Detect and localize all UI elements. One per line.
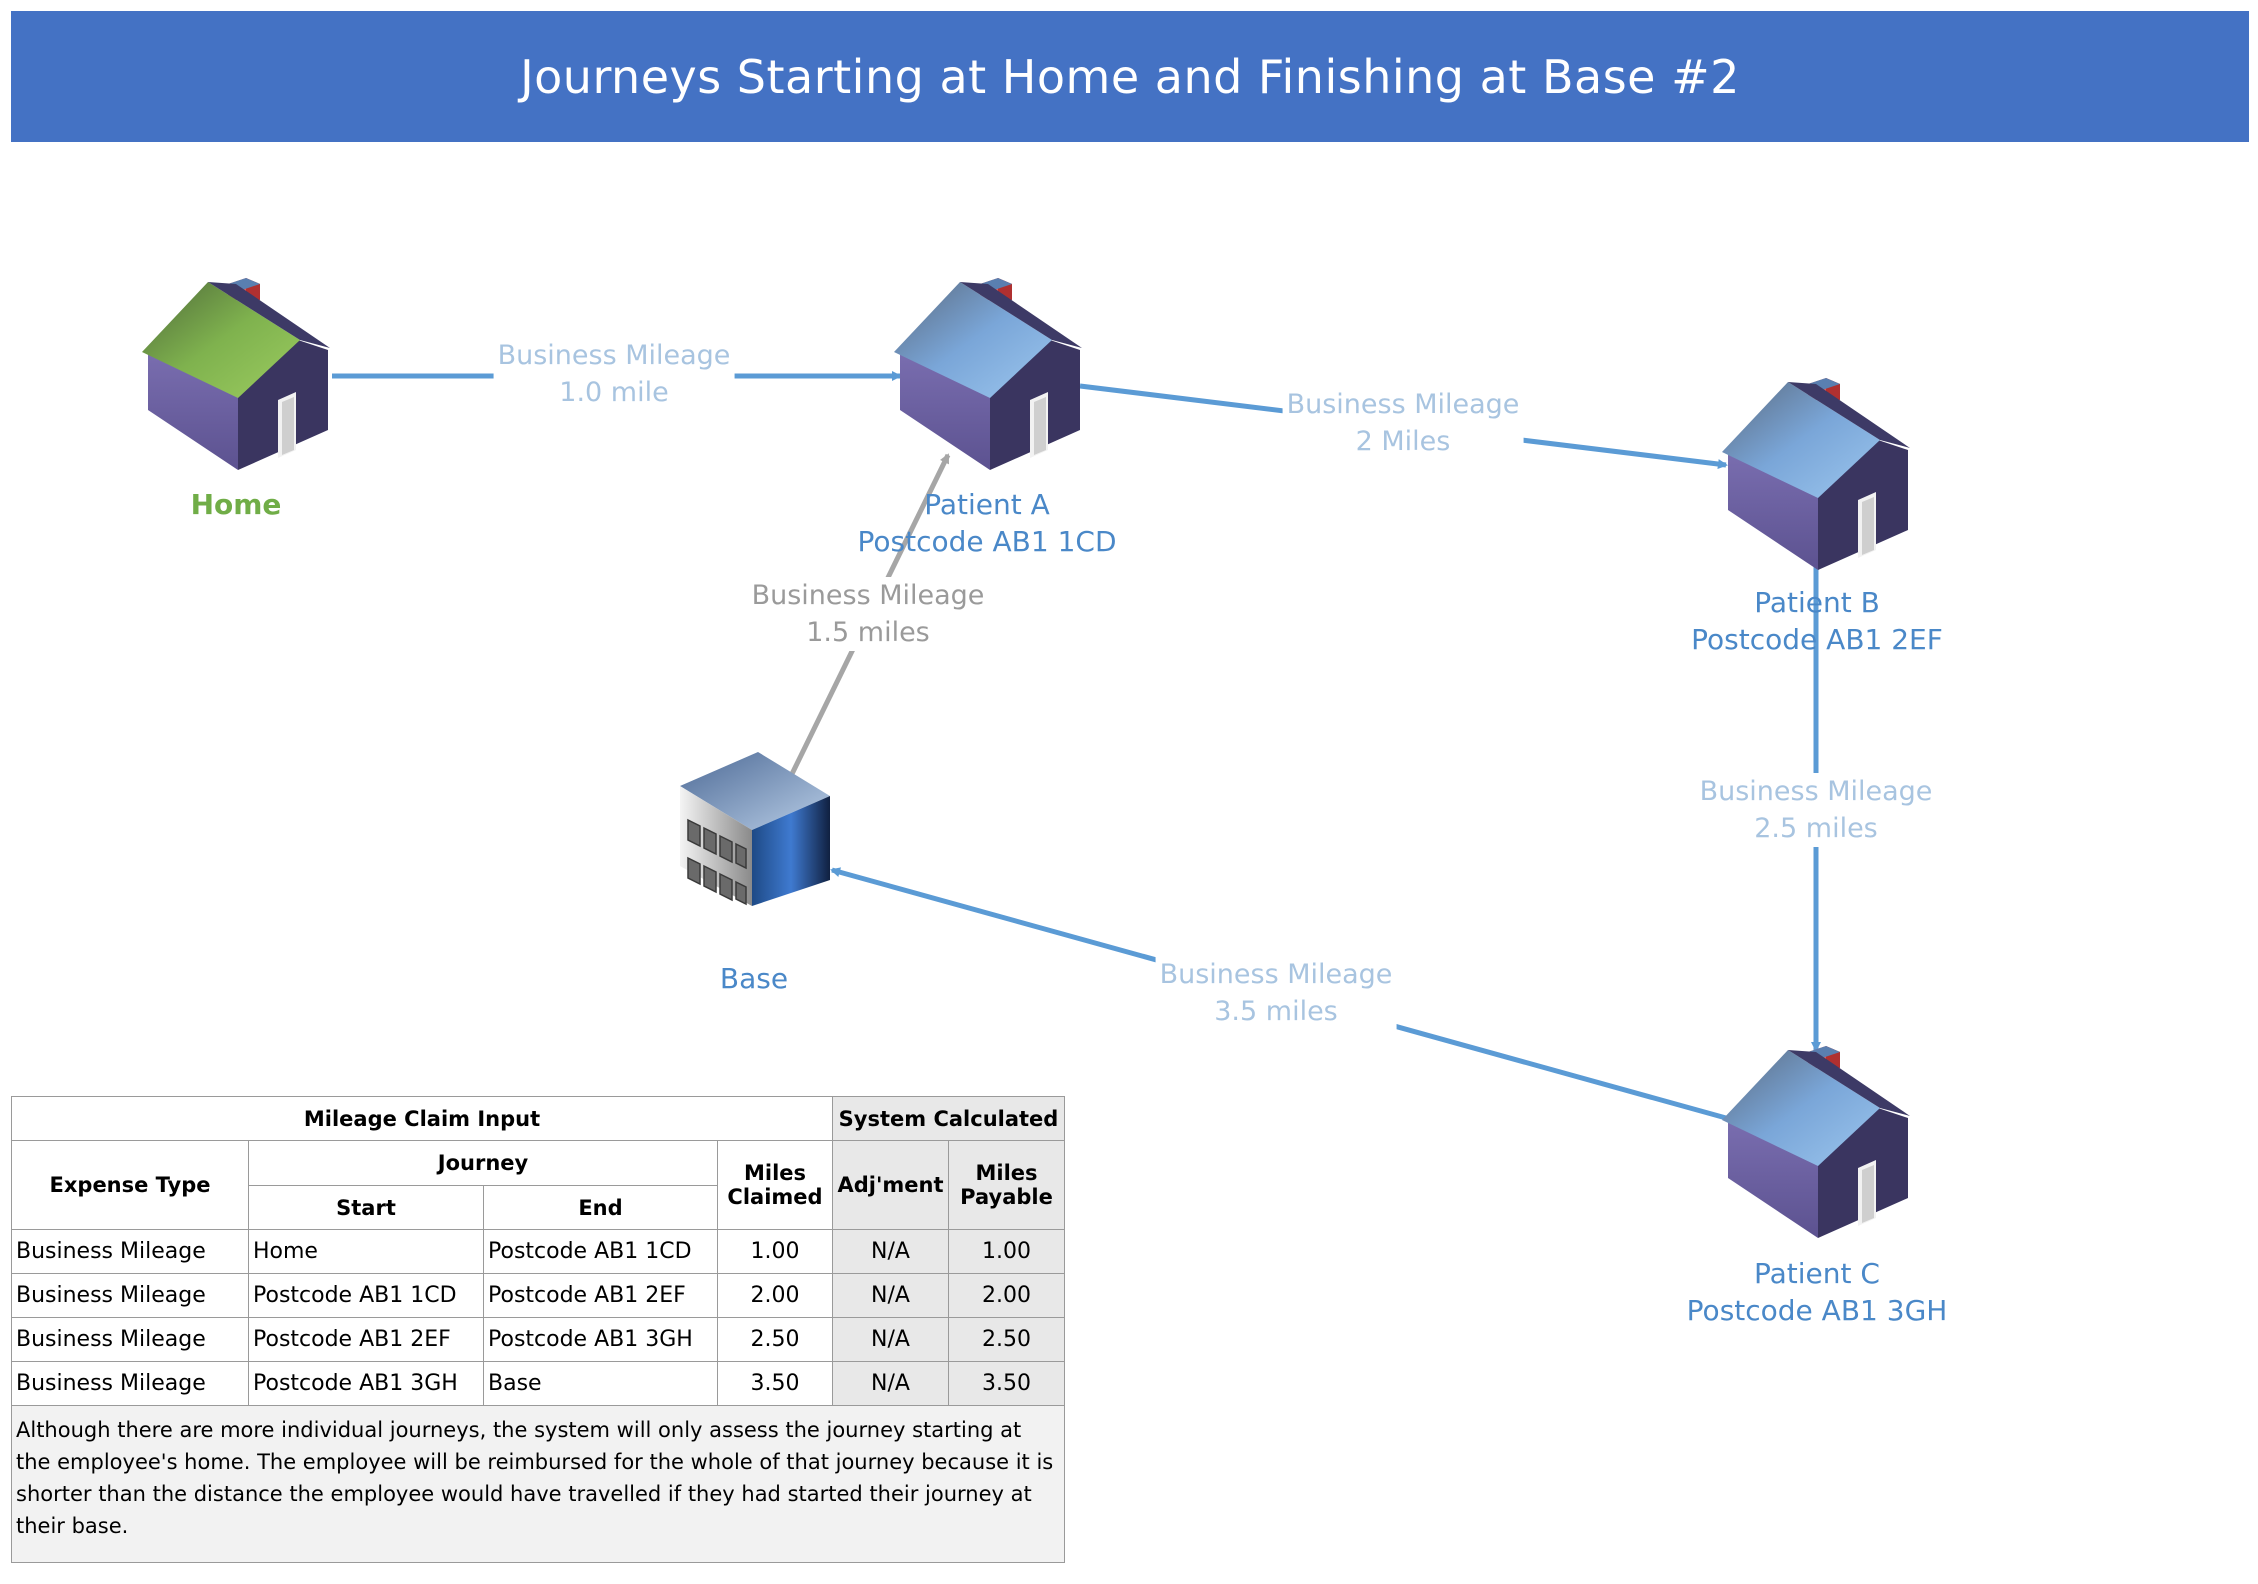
cell-miles-claimed: 1.00 — [717, 1229, 833, 1274]
cell-adjustment: N/A — [832, 1273, 949, 1318]
cell-start: Home — [248, 1229, 484, 1274]
cell-expense-type: Business Mileage — [11, 1273, 249, 1318]
cell-adjustment: N/A — [832, 1229, 949, 1274]
cell-adjustment: N/A — [832, 1361, 949, 1406]
cell-miles-payable: 2.00 — [948, 1273, 1065, 1318]
cell-miles-payable: 2.50 — [948, 1317, 1065, 1362]
col-journey: Journey — [248, 1140, 718, 1186]
cell-start: Postcode AB1 1CD — [248, 1273, 484, 1318]
cell-miles-payable: 1.00 — [948, 1229, 1065, 1274]
col-adjustment: Adj'ment — [832, 1140, 949, 1230]
col-end: End — [483, 1185, 718, 1230]
home-label: Home — [190, 488, 282, 521]
cell-end: Postcode AB1 3GH — [483, 1317, 718, 1362]
cell-start: Postcode AB1 2EF — [248, 1317, 484, 1362]
page-title: Journeys Starting at Home and Finishing … — [520, 49, 1740, 104]
cell-miles-claimed: 2.00 — [717, 1273, 833, 1318]
patient-b-house-icon — [1722, 378, 1910, 570]
cell-expense-type: Business Mileage — [11, 1317, 249, 1362]
cell-end: Base — [483, 1361, 718, 1406]
patient-a-house-icon — [894, 278, 1082, 470]
cell-miles-payable: 3.50 — [948, 1361, 1065, 1406]
cell-expense-type: Business Mileage — [11, 1361, 249, 1406]
cell-adjustment: N/A — [832, 1317, 949, 1362]
explanation-note: Although there are more individual journ… — [11, 1405, 1065, 1563]
title-banner: Journeys Starting at Home and Finishing … — [11, 11, 2249, 142]
group-header-input: Mileage Claim Input — [11, 1096, 833, 1141]
table-row: Business Mileage Postcode AB1 3GH Base 3… — [11, 1361, 1065, 1406]
cell-end: Postcode AB1 2EF — [483, 1273, 718, 1318]
table-row: Business Mileage Home Postcode AB1 1CD 1… — [11, 1229, 1065, 1274]
col-miles-payable: Miles Payable — [948, 1140, 1065, 1230]
table-row: Business Mileage Postcode AB1 2EF Postco… — [11, 1317, 1065, 1362]
group-header-calculated: System Calculated — [832, 1096, 1065, 1141]
table-row: Business Mileage Postcode AB1 1CD Postco… — [11, 1273, 1065, 1318]
col-miles-claimed: Miles Claimed — [717, 1140, 833, 1230]
cell-miles-claimed: 2.50 — [717, 1317, 833, 1362]
patient-c-house-icon — [1722, 1046, 1910, 1238]
cell-miles-claimed: 3.50 — [717, 1361, 833, 1406]
col-expense-type: Expense Type — [11, 1140, 249, 1230]
col-start: Start — [248, 1185, 484, 1230]
base-label: Base — [719, 962, 789, 995]
home-house-icon — [142, 278, 330, 470]
cell-end: Postcode AB1 1CD — [483, 1229, 718, 1274]
mileage-claim-table: Mileage Claim Input System Calculated Ex… — [11, 1096, 1065, 1563]
cell-expense-type: Business Mileage — [11, 1229, 249, 1274]
cell-start: Postcode AB1 3GH — [248, 1361, 484, 1406]
base-building-icon — [680, 752, 830, 906]
